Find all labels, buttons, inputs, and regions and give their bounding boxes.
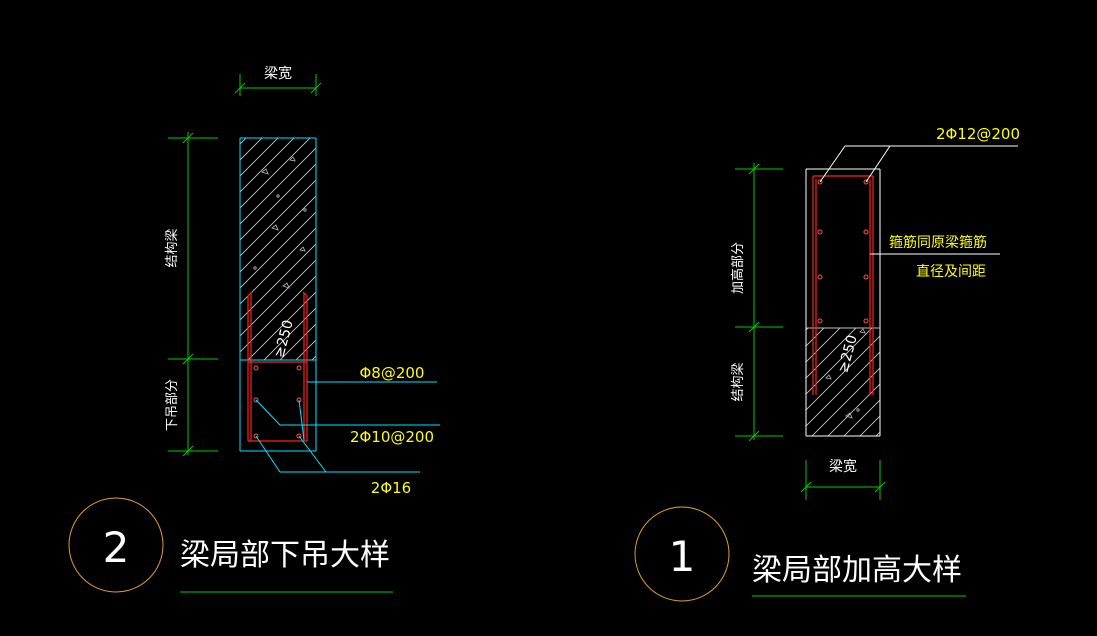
detail1-leaders (819, 145, 1018, 255)
detail1-structural-label: 结构梁 (731, 362, 746, 401)
detail2-hanging-label: 下吊部分 (165, 379, 180, 431)
detail1-number: 1 (669, 532, 696, 581)
detail2-structural-label: 结构梁 (165, 228, 180, 267)
detail2-stirrup-label: Φ8@200 (360, 364, 425, 382)
detail1-height-dimension (735, 163, 783, 442)
detail1-beam-outline (805, 168, 881, 437)
detail1-note-line2: 直径及间距 (916, 263, 986, 280)
detail-2: 梁宽 (68, 65, 440, 593)
detail2-leaders (255, 381, 440, 473)
detail1-title: 梁局部加高大样 (752, 553, 962, 588)
detail1-width-dimension (800, 460, 886, 500)
detail1-number-circle (634, 506, 730, 602)
detail2-height-dimension (168, 132, 218, 457)
detail2-width-dimension (234, 74, 322, 96)
detail2-title: 梁局部下吊大样 (180, 538, 390, 573)
detail2-rebar-cage (247, 291, 308, 442)
detail2-rebar-dots (253, 365, 302, 439)
detail1-rebar-cage (812, 175, 874, 395)
detail2-number-circle (68, 497, 164, 593)
detail1-structural-beam-hatch (806, 328, 880, 436)
detail2-bottom-bar-label: 2Φ16 (371, 479, 411, 497)
detail2-structural-beam-hatch (240, 138, 316, 360)
detail2-mid-bar-label: 2Φ10@200 (350, 428, 434, 446)
detail1-note-line1: 箍筋同原梁箍筋 (889, 234, 987, 251)
detail1-concrete-aggregate (825, 328, 866, 419)
detail2-number: 2 (103, 523, 130, 572)
detail1-top-bar-label: 2Φ12@200 (936, 125, 1020, 143)
detail1-width-label: 梁宽 (829, 458, 857, 475)
detail1-rebar-dots (817, 179, 869, 324)
detail2-beam-outline (239, 137, 317, 452)
detail1-raised-label: 加高部分 (730, 242, 746, 294)
detail2-width-label: 梁宽 (264, 65, 292, 82)
detail2-concrete-aggregate (253, 156, 307, 289)
detail-1: ≥250 加高部分 结构梁 梁宽 2Φ12@20 (634, 125, 1020, 602)
